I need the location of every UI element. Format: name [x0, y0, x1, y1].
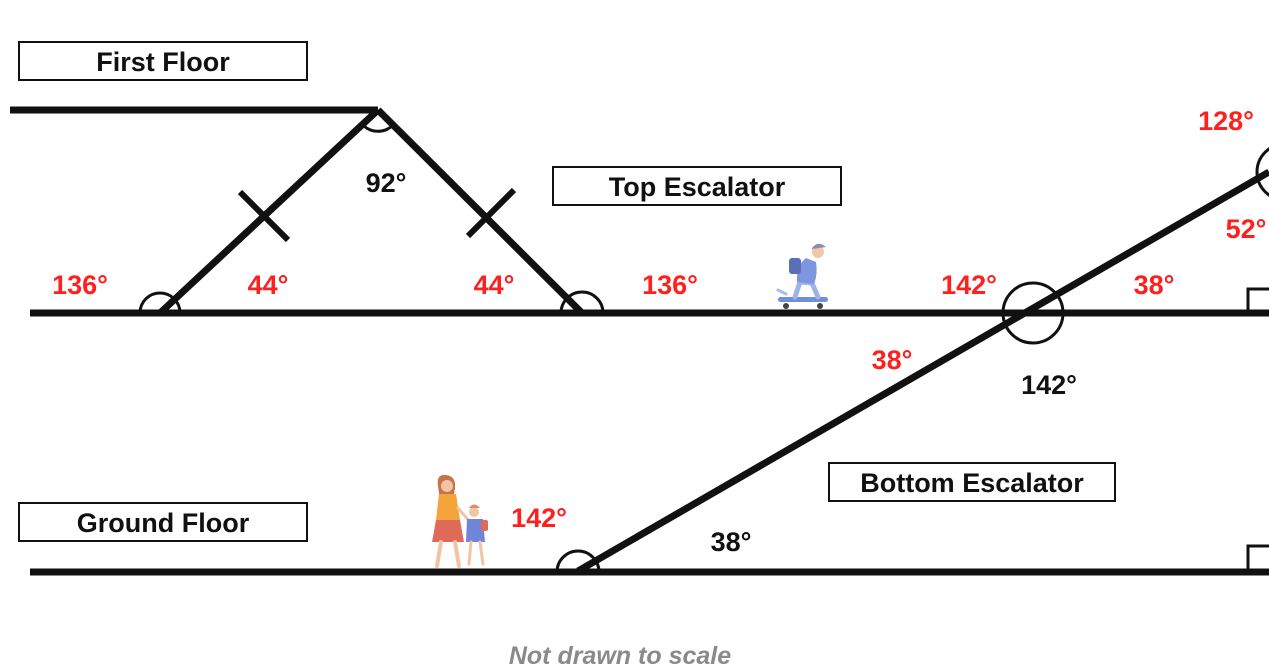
bottom-escalator-line [576, 168, 1269, 575]
lower-right-angle-marker [1246, 544, 1269, 572]
bottom-escalator-arc [555, 549, 601, 573]
right-angle-markers [1246, 287, 1269, 572]
equal-length-ticks [237, 187, 517, 243]
top-escalator-left-ramp [157, 107, 381, 316]
right-base-arc [559, 290, 605, 314]
left-ramp-tick [237, 189, 291, 243]
scale-note: Not drawn to scale [509, 642, 731, 668]
left-base-arc [138, 291, 182, 314]
mid-upper-left-angle: 142° [941, 270, 997, 300]
apex-arc [361, 123, 395, 133]
middle-intersection-circle [1001, 281, 1065, 345]
left-base-inner-angle: 44° [248, 270, 289, 300]
angle-labels: 92° 136° 44° 44° 136° 142° 38° 38° 142° … [52, 106, 1266, 557]
first-floor-label: First Floor [18, 41, 308, 81]
first-floor-text: First Floor [96, 47, 230, 77]
mid-lower-left-angle: 38° [872, 345, 913, 375]
top-escalator-text: Top Escalator [609, 172, 786, 202]
mid-lower-right-angle: 142° [1021, 370, 1077, 400]
upper-right-angle-marker [1246, 287, 1269, 313]
mother-child-icon [432, 474, 488, 568]
first-floor-box [18, 41, 308, 81]
right-top-intersection-circle [1255, 147, 1269, 197]
bottom-left-outer-angle: 142° [511, 503, 567, 533]
right-base-inner-angle: 44° [474, 270, 515, 300]
skateboarder-icon [776, 243, 828, 309]
right-top-outer-angle: 128° [1198, 106, 1254, 136]
right-top-inner-angle: 52° [1226, 214, 1267, 244]
angle-arcs [138, 123, 1269, 573]
top-escalator-box [552, 166, 842, 206]
ground-floor-box [18, 502, 308, 542]
apex-angle: 92° [366, 168, 407, 198]
right-ramp-tick [465, 187, 517, 239]
bottom-escalator-label: Bottom Escalator [828, 462, 1116, 502]
top-escalator-right-ramp [375, 107, 585, 316]
bottom-escalator-box [828, 462, 1116, 502]
left-base-outer-angle: 136° [52, 270, 108, 300]
mid-upper-right-angle: 38° [1134, 270, 1175, 300]
right-base-outer-angle: 136° [642, 270, 698, 300]
bottom-inner-angle: 38° [711, 527, 752, 557]
top-escalator-label: Top Escalator [552, 166, 842, 206]
ground-floor-text: Ground Floor [77, 508, 250, 538]
bottom-escalator-text: Bottom Escalator [860, 468, 1084, 498]
ground-floor-label: Ground Floor [18, 502, 308, 542]
